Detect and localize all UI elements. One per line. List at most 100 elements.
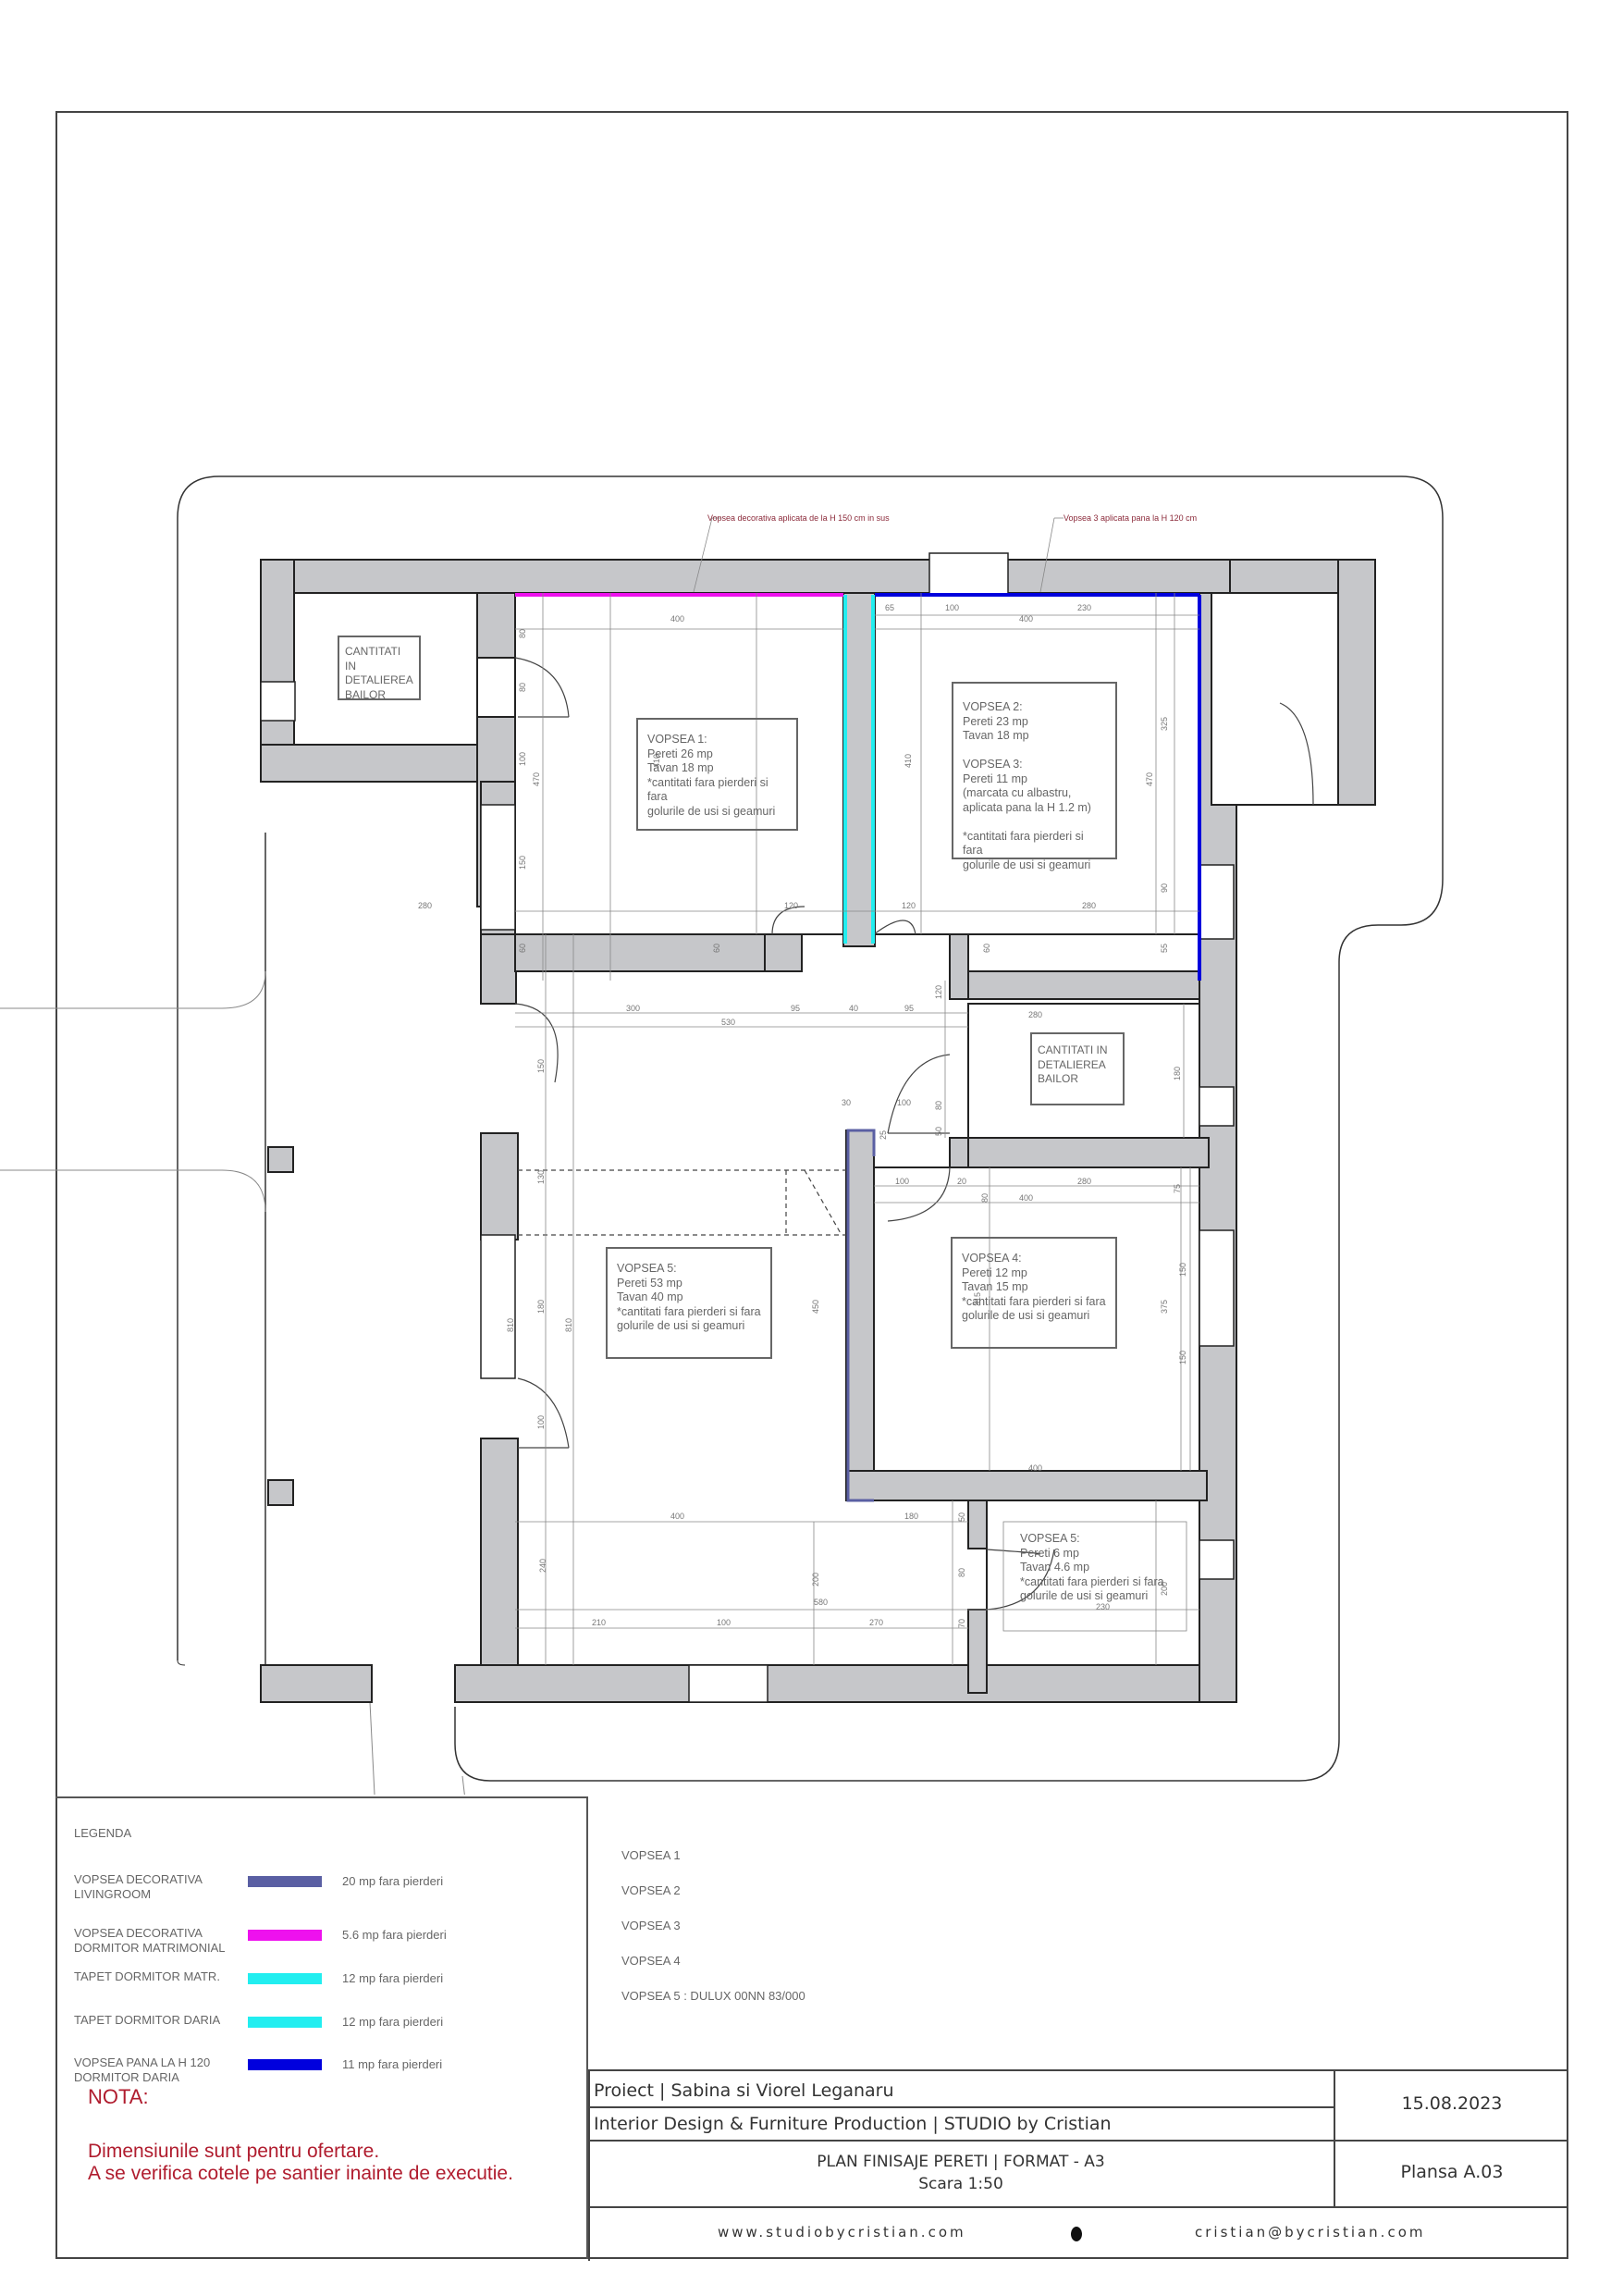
callout-decorative-paint: Vopsea decorativa aplicata de la H 150 c… — [707, 513, 890, 523]
legend-item-qty: 5.6 mp fara pierderi — [342, 1928, 447, 1942]
paint-list: VOPSEA 1 VOPSEA 2 VOPSEA 3 VOPSEA 4 VOPS… — [621, 1848, 805, 2024]
room-note-vopsea-2-3: VOPSEA 2: Pereti 23 mp Tavan 18 mp VOPSE… — [952, 682, 1117, 871]
legend-item-label: VOPSEA DECORATIVA DORMITOR MATRIMONIAL — [74, 1926, 226, 1955]
drawing-date: 15.08.2023 — [1401, 2093, 1503, 2114]
svg-text:40: 40 — [849, 1004, 858, 1013]
svg-text:80: 80 — [957, 1568, 966, 1577]
email-link[interactable]: cristian@bycristian.com — [1195, 2224, 1426, 2240]
svg-text:70: 70 — [957, 1619, 966, 1628]
legend-item-label: VOPSEA PANA LA H 120 DORMITOR DARIA — [74, 2055, 211, 2084]
svg-text:400: 400 — [1019, 614, 1033, 623]
legend-item-tapet-daria: TAPET DORMITOR DARIA 12 mp fara pierderi — [74, 2013, 573, 2050]
svg-text:55: 55 — [1160, 944, 1169, 953]
svg-text:470: 470 — [1145, 772, 1154, 786]
svg-text:230: 230 — [1096, 1602, 1110, 1611]
svg-text:150: 150 — [1178, 1263, 1187, 1277]
svg-text:280: 280 — [418, 901, 432, 910]
svg-text:100: 100 — [717, 1618, 731, 1627]
svg-text:530: 530 — [721, 1018, 735, 1027]
svg-text:75: 75 — [1173, 1184, 1182, 1193]
svg-text:810: 810 — [564, 1318, 573, 1332]
legend-item-qty: 12 mp fara pierderi — [342, 2015, 444, 2029]
svg-text:20: 20 — [957, 1177, 966, 1186]
svg-text:810: 810 — [506, 1318, 515, 1332]
svg-text:200: 200 — [1160, 1582, 1169, 1596]
svg-text:300: 300 — [626, 1004, 640, 1013]
svg-text:150: 150 — [536, 1059, 546, 1073]
legend-title: LEGENDA — [74, 1826, 132, 1840]
callout-paint-3: Vopsea 3 aplicata pana la H 120 cm — [1064, 513, 1198, 523]
legend-swatch-icon — [248, 1973, 322, 1984]
legend-item-qty: 11 mp fara pierderi — [342, 2057, 443, 2071]
project-name: Proiect | Sabina si Viorel Leganaru — [594, 2080, 894, 2101]
legend-item-paint-h120: VOPSEA PANA LA H 120 DORMITOR DARIA 11 m… — [74, 2055, 573, 2092]
svg-text:100: 100 — [536, 1415, 546, 1429]
paint-item: VOPSEA 4 — [621, 1954, 681, 1968]
legend-item-tapet-matr: TAPET DORMITOR MATR. 12 mp fara pierderi — [74, 1969, 573, 2006]
svg-text:450: 450 — [811, 1300, 820, 1314]
paint-item: VOPSEA 3 — [621, 1919, 681, 1932]
svg-text:100: 100 — [897, 1098, 911, 1107]
note-line-1: Dimensiunile sunt pentru ofertare. — [88, 2141, 380, 2162]
legend-swatch-icon — [248, 1930, 322, 1941]
legend-item-label: VOPSEA DECORATIVA LIVINGROOM — [74, 1872, 203, 1901]
svg-text:210: 210 — [592, 1618, 606, 1627]
svg-text:25: 25 — [879, 1130, 888, 1140]
svg-text:50: 50 — [934, 1127, 943, 1136]
svg-text:470: 470 — [532, 772, 541, 786]
svg-text:325: 325 — [1160, 717, 1169, 731]
legend-swatch-icon — [248, 1876, 322, 1887]
svg-text:60: 60 — [518, 944, 527, 953]
paint-item: VOPSEA 5 : DULUX 00NN 83/000 — [621, 1989, 805, 2003]
svg-text:400: 400 — [1028, 1463, 1042, 1473]
room-note-vopsea-1: VOPSEA 1: Pereti 26 mp Tavan 18 mp *cant… — [636, 718, 798, 831]
title-block: Proiect | Sabina si Viorel Leganaru Inte… — [588, 2069, 1568, 2261]
legend-item-qty: 12 mp fara pierderi — [342, 1971, 444, 1985]
svg-text:180: 180 — [1173, 1067, 1182, 1080]
floor-plan: 400 400 65 100 230 280 280 120 120 300 9… — [0, 475, 1444, 1795]
note-line-2: A se verifica cotele pe santier inainte … — [88, 2163, 513, 2184]
legend-swatch-icon — [248, 2059, 322, 2070]
svg-text:230: 230 — [1077, 603, 1091, 612]
legend-item-label: TAPET DORMITOR DARIA — [74, 2013, 221, 2027]
note-text: Dimensiunile sunt pentru ofertare. A se … — [88, 2141, 513, 2185]
svg-text:150: 150 — [1178, 1351, 1187, 1364]
room-note-vopsea-4: VOPSEA 4: Pereti 12 mp Tavan 15 mp *cant… — [951, 1237, 1117, 1349]
drawing-title: PLAN FINISAJE PERETI | FORMAT - A3 — [817, 2153, 1105, 2171]
svg-text:400: 400 — [1019, 1193, 1033, 1203]
svg-text:150: 150 — [518, 856, 527, 870]
note-title: NOTA: — [88, 2085, 149, 2108]
drawing-sheet-border — [55, 111, 1568, 2259]
svg-text:100: 100 — [518, 752, 527, 766]
svg-text:80: 80 — [934, 1101, 943, 1110]
svg-text:30: 30 — [842, 1098, 851, 1107]
svg-text:120: 120 — [784, 901, 798, 910]
legend-item-qty: 20 mp fara pierderi — [342, 1874, 444, 1888]
svg-text:95: 95 — [904, 1004, 914, 1013]
legend-item-decor-living: VOPSEA DECORATIVA LIVINGROOM 20 mp fara … — [74, 1872, 573, 1909]
room-note-bath-1: CANTITATI IN DETALIEREA BAILOR — [338, 636, 421, 701]
legend-item-decor-matr: VOPSEA DECORATIVA DORMITOR MATRIMONIAL 5… — [74, 1926, 573, 1963]
svg-text:180: 180 — [904, 1512, 918, 1521]
website-link[interactable]: www.studiobycristian.com — [718, 2224, 966, 2240]
sheet-number: Plansa A.03 — [1400, 2162, 1504, 2182]
svg-text:280: 280 — [1082, 901, 1096, 910]
svg-text:80: 80 — [980, 1193, 990, 1203]
svg-text:410: 410 — [904, 754, 913, 768]
svg-text:280: 280 — [1028, 1010, 1042, 1019]
svg-text:120: 120 — [934, 985, 943, 999]
svg-text:200: 200 — [811, 1573, 820, 1586]
svg-text:60: 60 — [712, 944, 721, 953]
svg-text:80: 80 — [518, 683, 527, 692]
svg-text:180: 180 — [536, 1300, 546, 1314]
svg-text:65: 65 — [885, 603, 894, 612]
room-note-bath-2: CANTITATI IN DETALIEREA BAILOR — [1030, 1032, 1125, 1105]
drawing-scale: Scara 1:50 — [918, 2175, 1003, 2193]
legend-swatch-icon — [248, 2017, 322, 2028]
svg-text:120: 120 — [902, 901, 916, 910]
svg-text:90: 90 — [1160, 883, 1169, 893]
studio-name: Interior Design & Furniture Production |… — [594, 2114, 1112, 2134]
svg-text:130: 130 — [536, 1170, 546, 1184]
paint-item: VOPSEA 2 — [621, 1883, 681, 1897]
svg-text:410: 410 — [652, 754, 661, 768]
